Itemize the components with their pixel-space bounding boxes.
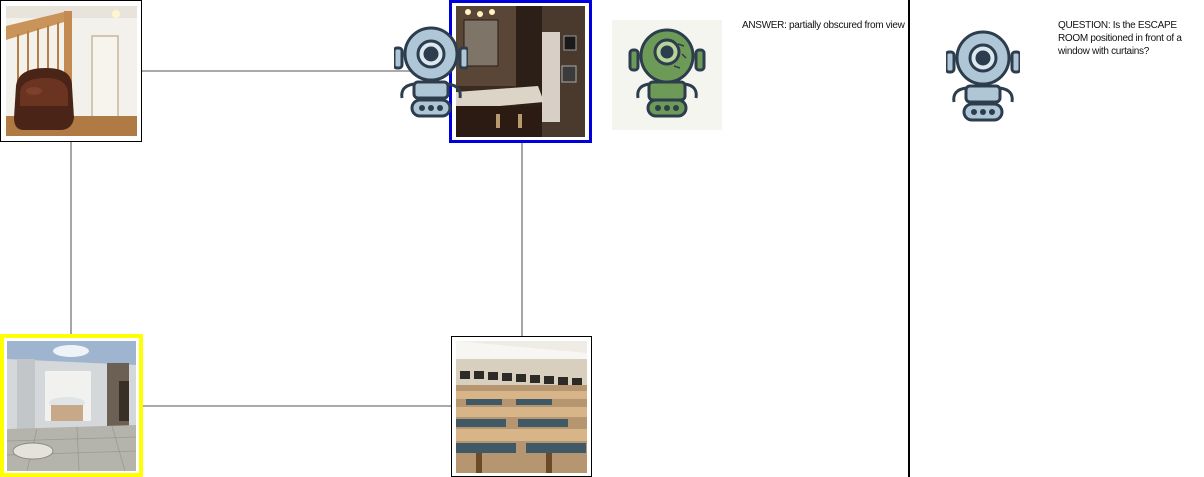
answerer-robot-icon (612, 20, 722, 130)
answer-text: ANSWER: partially obscured from view (742, 20, 905, 31)
questioner-robot-icon (944, 30, 1022, 127)
question-text: QUESTION: Is the ESCAPE ROOM positioned … (1058, 20, 1182, 57)
room-image-marble-bathroom (7, 341, 136, 471)
room-node-bottom-left-target[interactable] (0, 334, 143, 477)
room-image-living-room (6, 6, 137, 136)
room-node-top-left[interactable] (0, 0, 142, 142)
room-node-bottom-right[interactable] (451, 336, 592, 477)
panel-divider (908, 0, 910, 477)
room-node-top-right-current[interactable] (449, 0, 592, 143)
room-image-library-carrels (456, 341, 587, 473)
explorer-robot-icon (392, 26, 470, 123)
room-image-bathroom-vanity (456, 6, 585, 137)
